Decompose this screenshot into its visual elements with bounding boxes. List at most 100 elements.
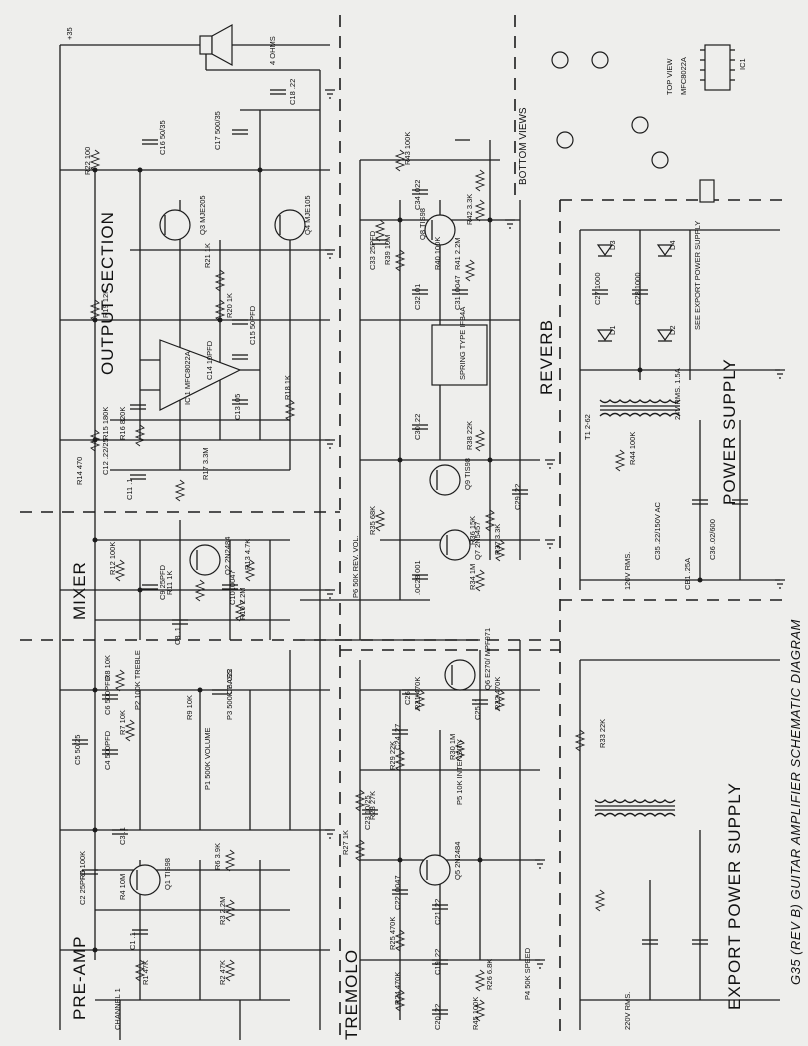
- label-r7: R7 10K: [118, 710, 127, 735]
- label-p5: P5 10K INTENSITY: [455, 739, 464, 805]
- speaker-impedance-label: 4 OHMS: [268, 36, 277, 65]
- supply-label: +35: [65, 27, 74, 40]
- label-r31: R31 470K: [413, 677, 422, 710]
- label-c24: C24 .27: [393, 724, 402, 750]
- label-c11: C11 .1: [125, 478, 134, 500]
- label-ic1: IC 1 MFC8022A: [183, 351, 192, 405]
- section-title-export-power-supply: EXPORT POWER SUPPLY: [725, 782, 744, 1010]
- export-ac-input-label: 220V RMS.: [623, 992, 632, 1030]
- tremolo-wiring: [300, 599, 540, 1030]
- label-c9: C9 25PFD: [158, 564, 167, 600]
- label-r9: R9 10K: [185, 695, 194, 720]
- label-r24: R24 470K: [393, 972, 402, 1005]
- diagram-title: G35 (REV B) GUITAR AMPLIFIER SCHEMATIC D…: [788, 619, 803, 985]
- ic1-amplifier: [140, 339, 260, 411]
- label-c13: C13 .05: [233, 394, 242, 420]
- label-p6: P6 50K REV. VOL.: [351, 535, 360, 598]
- label-r28: R28 27K: [368, 791, 377, 820]
- label-q6: Q6 E270/ MPF971: [483, 628, 492, 690]
- bottom-view-pinouts: [551, 51, 715, 203]
- label-c12: C12 .22/25: [101, 438, 110, 475]
- label-r3: R3 2.2M: [218, 897, 227, 925]
- label-r35: R35 68K: [368, 506, 377, 535]
- label-q3: Q3 MJE205: [198, 195, 207, 235]
- export-note: SEE EXPORT POWER SUPPLY: [693, 221, 702, 330]
- reverb-spring-tank: [431, 324, 488, 386]
- label-r4: R4 10M: [118, 874, 127, 900]
- label-d2: D2: [668, 325, 677, 335]
- label-r18: R18 1K: [283, 375, 292, 400]
- ic-view-label: TOP VIEW: [665, 58, 674, 95]
- preamp-wiring: [119, 110, 291, 1040]
- label-c32: C32 .01: [413, 284, 422, 310]
- label-c2: C2 25PFD: [78, 869, 87, 905]
- label-r36: R36 15K: [468, 516, 477, 545]
- label-r16: R16 820K: [118, 407, 127, 440]
- section-title-power-supply: POWER SUPPLY: [720, 358, 739, 505]
- transistor-q3: [159, 209, 191, 241]
- label-c30: C30 .22: [413, 414, 422, 440]
- label-c17: C17 500/35: [213, 111, 222, 150]
- label-c15: C15 50PFD: [248, 305, 257, 345]
- label-r21: R21 1K: [203, 243, 212, 268]
- label-p3: P3 500K BASS: [225, 669, 234, 720]
- label-r40: R40 100K: [433, 237, 442, 270]
- ac-input-label: 120V RMS.: [623, 552, 632, 590]
- transistor-q1: [129, 864, 161, 896]
- label-c3: C3 .1: [118, 827, 127, 845]
- label-c19: C19 .22: [433, 949, 442, 975]
- transistors: [129, 209, 476, 896]
- label-r6: R6 3.9K: [213, 843, 222, 870]
- label-c34: C34 .022: [413, 180, 422, 210]
- label-d1: D1: [608, 325, 617, 335]
- label-r15: R15 180K: [101, 407, 110, 440]
- label-c26: C26: [403, 691, 412, 705]
- ground-symbols: [325, 89, 785, 969]
- transformer-t1: [599, 399, 681, 417]
- label-d4: D4: [668, 240, 677, 250]
- component-labels: Q3 MJE205 Q4 MJE105 Q2 2N2484 Q1 TIS98 Q…: [73, 79, 717, 1030]
- section-title-output: OUTPUT SECTION: [98, 211, 117, 375]
- label-q2: Q2 2N2484: [223, 537, 232, 575]
- label-c23: C23 10/25: [363, 795, 372, 830]
- transistor-q7: [439, 529, 471, 561]
- label-r34: R34 1M: [468, 564, 477, 590]
- section-title-bottom-views: BOTTOM VIEWS: [518, 107, 529, 185]
- label-r8: R8 10K: [103, 655, 112, 680]
- label-c21: C21 .22: [433, 899, 442, 925]
- transistor-q9: [429, 464, 461, 496]
- ic-package-topview: [700, 44, 735, 91]
- section-title-tremolo: TREMOLO: [342, 949, 361, 1040]
- label-r17: R17 3.3M: [201, 447, 210, 480]
- ic-name-label: IC1: [738, 58, 747, 70]
- section-dividers: [20, 15, 790, 1040]
- label-q4: Q4 MJE105: [303, 195, 312, 235]
- label-c20: C20 .22: [433, 1004, 442, 1030]
- label-t1: T1 2-62: [583, 414, 592, 440]
- label-r39: R39 10M: [383, 235, 392, 265]
- label-q5: Q5 2N2484: [453, 842, 462, 880]
- transistor-q5: [419, 854, 451, 886]
- speaker-icon: [199, 23, 260, 71]
- label-r32: R32 470K: [493, 677, 502, 710]
- label-q7: Q7 2N5457: [473, 522, 482, 560]
- reverb-wiring: [359, 139, 540, 640]
- section-title-reverb: REVERB: [537, 319, 556, 395]
- label-r42: R42 3.3K: [465, 194, 474, 225]
- label-c1: C1 .1: [128, 932, 137, 950]
- label-c18: C18 .22: [288, 79, 297, 105]
- label-r38: R38 22K: [465, 421, 474, 450]
- label-r27: R27 1K: [341, 830, 350, 855]
- label-r30: R30 1M: [448, 734, 457, 760]
- label-r19: R19 12K: [101, 289, 110, 318]
- resistors: [89, 149, 626, 1022]
- label-spring: SPRING TYPE IFB4A: [458, 307, 467, 380]
- label-c8: C8 .1: [173, 627, 182, 645]
- plus35-bus: [59, 44, 330, 1030]
- label-p1: P1 500K VOLUME: [203, 727, 212, 790]
- label-r10: R10 2.2M: [238, 587, 247, 620]
- transistor-q4: [274, 209, 306, 241]
- label-r44: R44 100K: [628, 432, 637, 465]
